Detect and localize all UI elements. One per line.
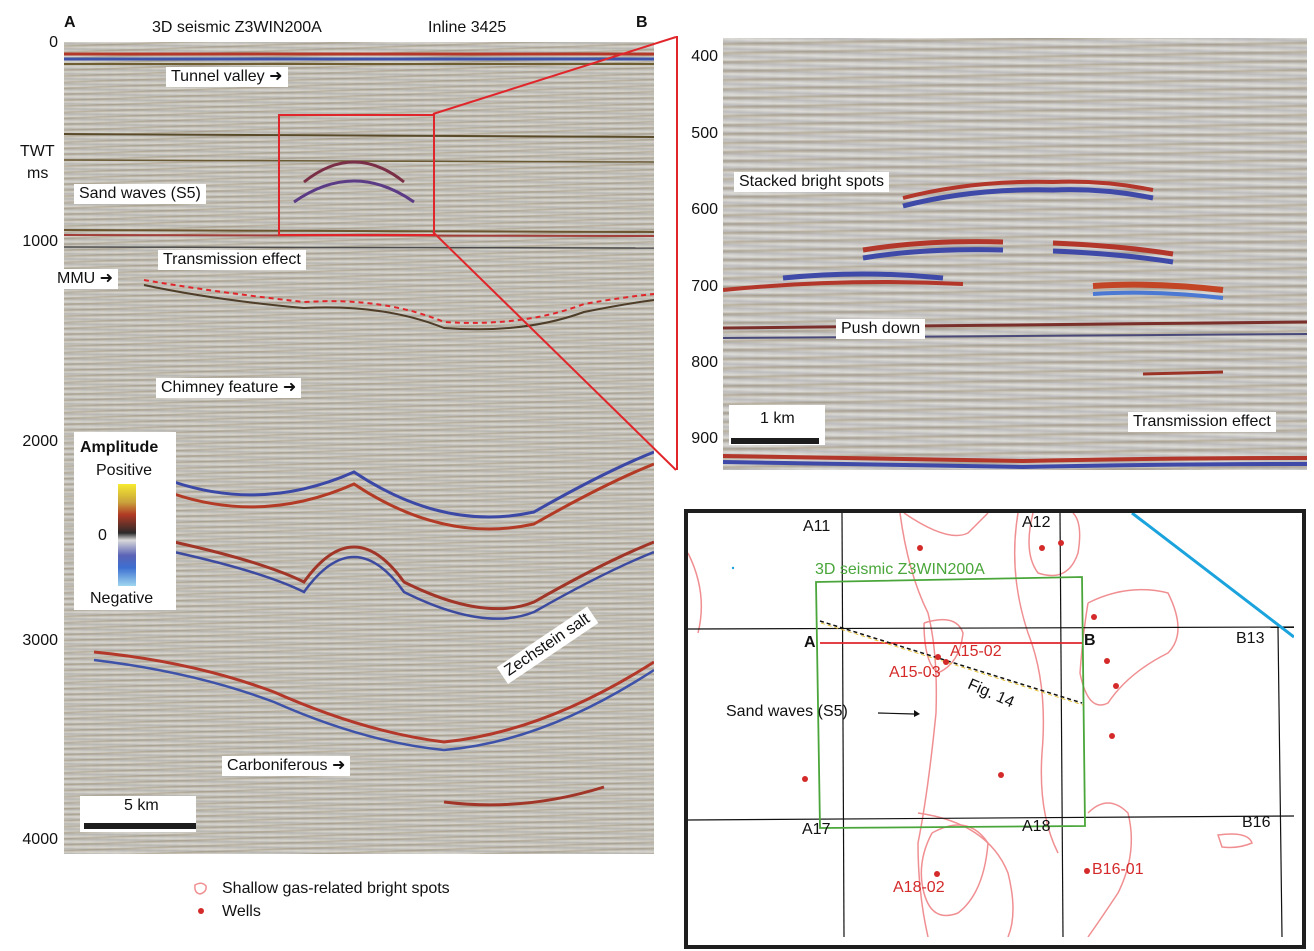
- amplitude-colorbar: [118, 484, 136, 586]
- map-sand-waves-label: Sand waves (S5): [726, 703, 848, 720]
- legend-wells: Wells: [222, 903, 261, 920]
- location-map: [684, 509, 1306, 949]
- map-well-b16-01: B16-01: [1092, 861, 1144, 878]
- scale-bar-left-line: [84, 823, 196, 829]
- callout-transmission: Transmission effect: [158, 250, 306, 270]
- y-tick-4000: 4000: [22, 831, 58, 848]
- map-block-a11: A11: [803, 518, 831, 535]
- y-tick-2000: 2000: [22, 433, 58, 450]
- map-block-a18: A18: [1022, 818, 1051, 835]
- arrow-right-icon: ➜: [282, 379, 297, 396]
- callout-carboniferous-text: Carboniferous: [227, 757, 328, 774]
- arrow-right-icon: ➜: [99, 270, 114, 287]
- map-block-b16: B16: [1242, 814, 1271, 831]
- gas-outline-icon: [194, 882, 207, 895]
- legend-symbols: [194, 882, 207, 914]
- well-dot-icon: [198, 908, 204, 914]
- callout-stacked-bright-spots: Stacked bright spots: [734, 172, 889, 192]
- amplitude-negative: Negative: [90, 590, 154, 607]
- callout-sand-waves: Sand waves (S5): [74, 184, 206, 204]
- zoom-reflectors: [723, 179, 1307, 470]
- survey-title: 3D seismic Z3WIN200A: [152, 19, 322, 36]
- callout-tunnel-valley-text: Tunnel valley: [171, 68, 265, 85]
- zoom-tick-500: 500: [691, 125, 718, 142]
- map-drawing: [688, 513, 1294, 937]
- zoomed-seismic-image: [723, 38, 1307, 470]
- zoom-tick-600: 600: [691, 201, 718, 218]
- map-survey-label: 3D seismic Z3WIN200A: [815, 561, 985, 578]
- legend-bright-spots: Shallow gas-related bright spots: [222, 880, 450, 897]
- panel-corner-b: B: [636, 14, 648, 31]
- amplitude-title: Amplitude: [80, 439, 159, 456]
- callout-mmu-text: MMU: [57, 270, 96, 287]
- map-block-a12: A12: [1022, 514, 1051, 531]
- map-section-b: B: [1084, 632, 1096, 649]
- callout-carboniferous: Carboniferous ➜: [222, 756, 351, 776]
- map-well-a18-02: A18-02: [893, 879, 945, 896]
- map-well-a15-03: A15-03: [889, 664, 941, 681]
- zoom-tick-900: 900: [691, 430, 718, 447]
- map-block-b13: B13: [1236, 630, 1265, 647]
- scale-bar-zoom-label: 1 km: [760, 410, 795, 427]
- callout-chimney: Chimney feature ➜: [156, 378, 302, 398]
- callout-tunnel-valley: Tunnel valley ➜: [166, 67, 288, 87]
- inline-title: Inline 3425: [428, 19, 507, 36]
- arrow-right-icon: ➜: [269, 68, 283, 85]
- arrow-right-icon: ➜: [331, 757, 346, 774]
- panel-corner-a: A: [64, 14, 76, 31]
- callout-mmu: MMU ➜: [52, 269, 119, 289]
- map-well-a15-02: A15-02: [950, 643, 1002, 660]
- map-section-a: A: [804, 634, 816, 651]
- scale-bar-left-label: 5 km: [124, 797, 159, 814]
- zoom-panel-frame: [676, 36, 1309, 470]
- zoom-box: [278, 114, 435, 236]
- amplitude-positive: Positive: [96, 462, 153, 479]
- scale-bar-zoom-line: [731, 438, 819, 444]
- amplitude-zero: 0: [98, 527, 107, 544]
- zoom-tick-400: 400: [691, 48, 718, 65]
- y-tick-1000: 1000: [22, 233, 58, 250]
- y-axis-label-twt: TWT: [20, 143, 55, 160]
- y-tick-0: 0: [49, 34, 58, 51]
- callout-zoom-transmission: Transmission effect: [1128, 412, 1276, 432]
- map-block-a17: A17: [802, 821, 831, 838]
- zoom-tick-700: 700: [691, 278, 718, 295]
- callout-chimney-text: Chimney feature: [161, 379, 279, 396]
- zoom-tick-800: 800: [691, 354, 718, 371]
- y-tick-3000: 3000: [22, 632, 58, 649]
- callout-push-down: Push down: [836, 319, 926, 339]
- y-axis-label-ms: ms: [27, 165, 49, 182]
